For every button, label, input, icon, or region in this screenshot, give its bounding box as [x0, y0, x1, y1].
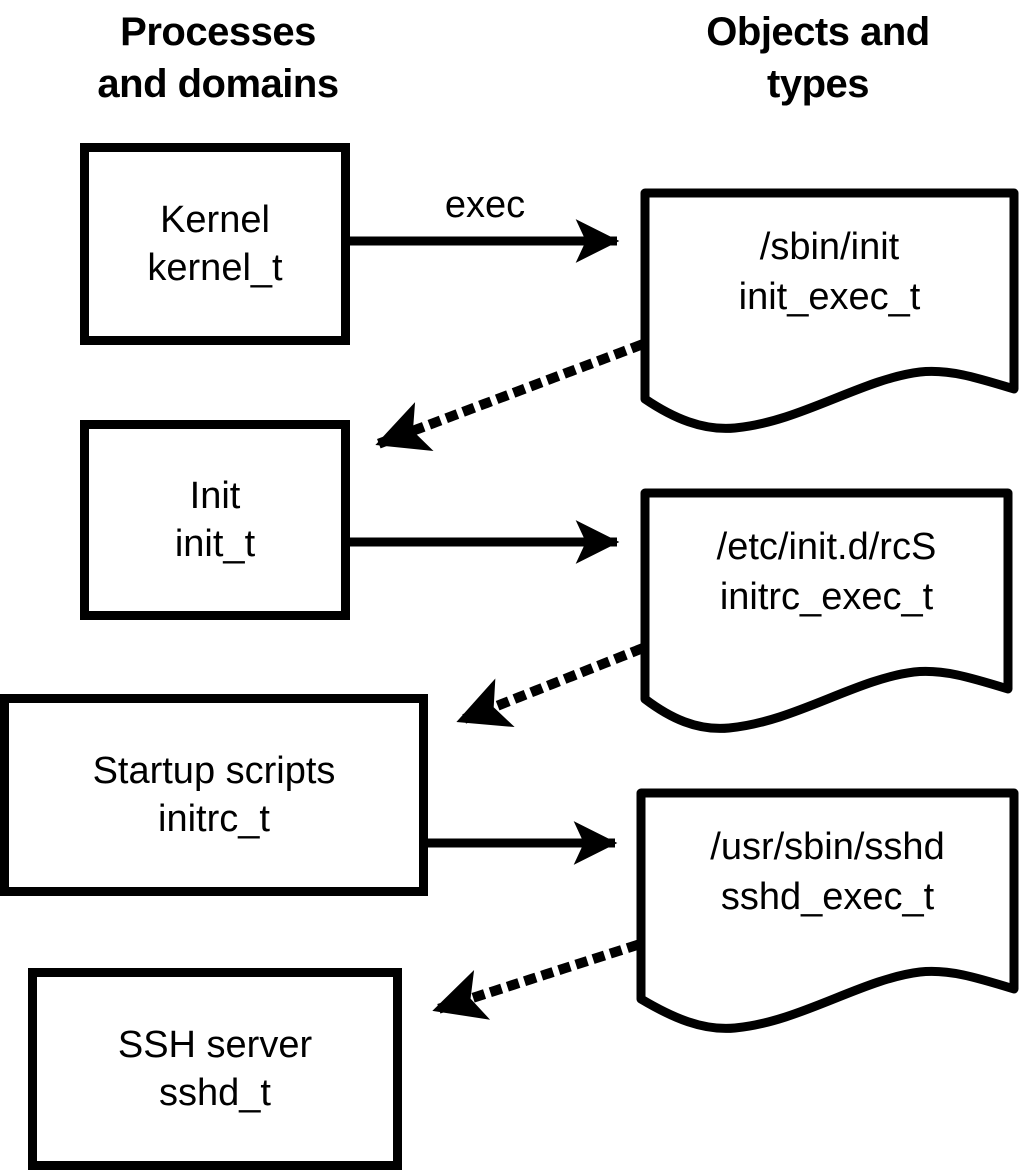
process-node-sshd-type: sshd_t — [159, 1072, 271, 1114]
column-header-objects: Objects and types — [706, 10, 930, 106]
process-node-init[interactable]: Init init_t — [80, 420, 350, 620]
column-header-processes: Processes and domains — [97, 10, 339, 106]
process-node-initrc-type: initrc_t — [158, 798, 270, 840]
process-node-sshd-title: SSH server — [117, 1024, 313, 1066]
process-node-kernel[interactable]: Kernel kernel_t — [80, 143, 350, 345]
object-node-initrc-exec[interactable] — [640, 488, 1013, 733]
object-node-sshd-exec[interactable] — [636, 788, 1019, 1033]
object-node-init-exec[interactable] — [640, 188, 1019, 433]
process-node-init-title: Init — [189, 475, 241, 517]
edge-sshd-exec-transition — [428, 939, 641, 1020]
edge-label-exec: exec — [444, 184, 526, 226]
process-node-sshd[interactable]: SSH server sshd_t — [28, 968, 402, 1170]
process-node-init-type: init_t — [174, 523, 256, 565]
edge-initrc-exec-transition — [452, 643, 645, 728]
process-node-initrc[interactable]: Startup scripts initrc_t — [0, 694, 428, 896]
process-node-kernel-type: kernel_t — [147, 247, 283, 289]
process-node-kernel-title: Kernel — [160, 199, 270, 241]
edge-init-exec-transition — [371, 339, 645, 452]
process-node-initrc-title: Startup scripts — [92, 750, 336, 792]
